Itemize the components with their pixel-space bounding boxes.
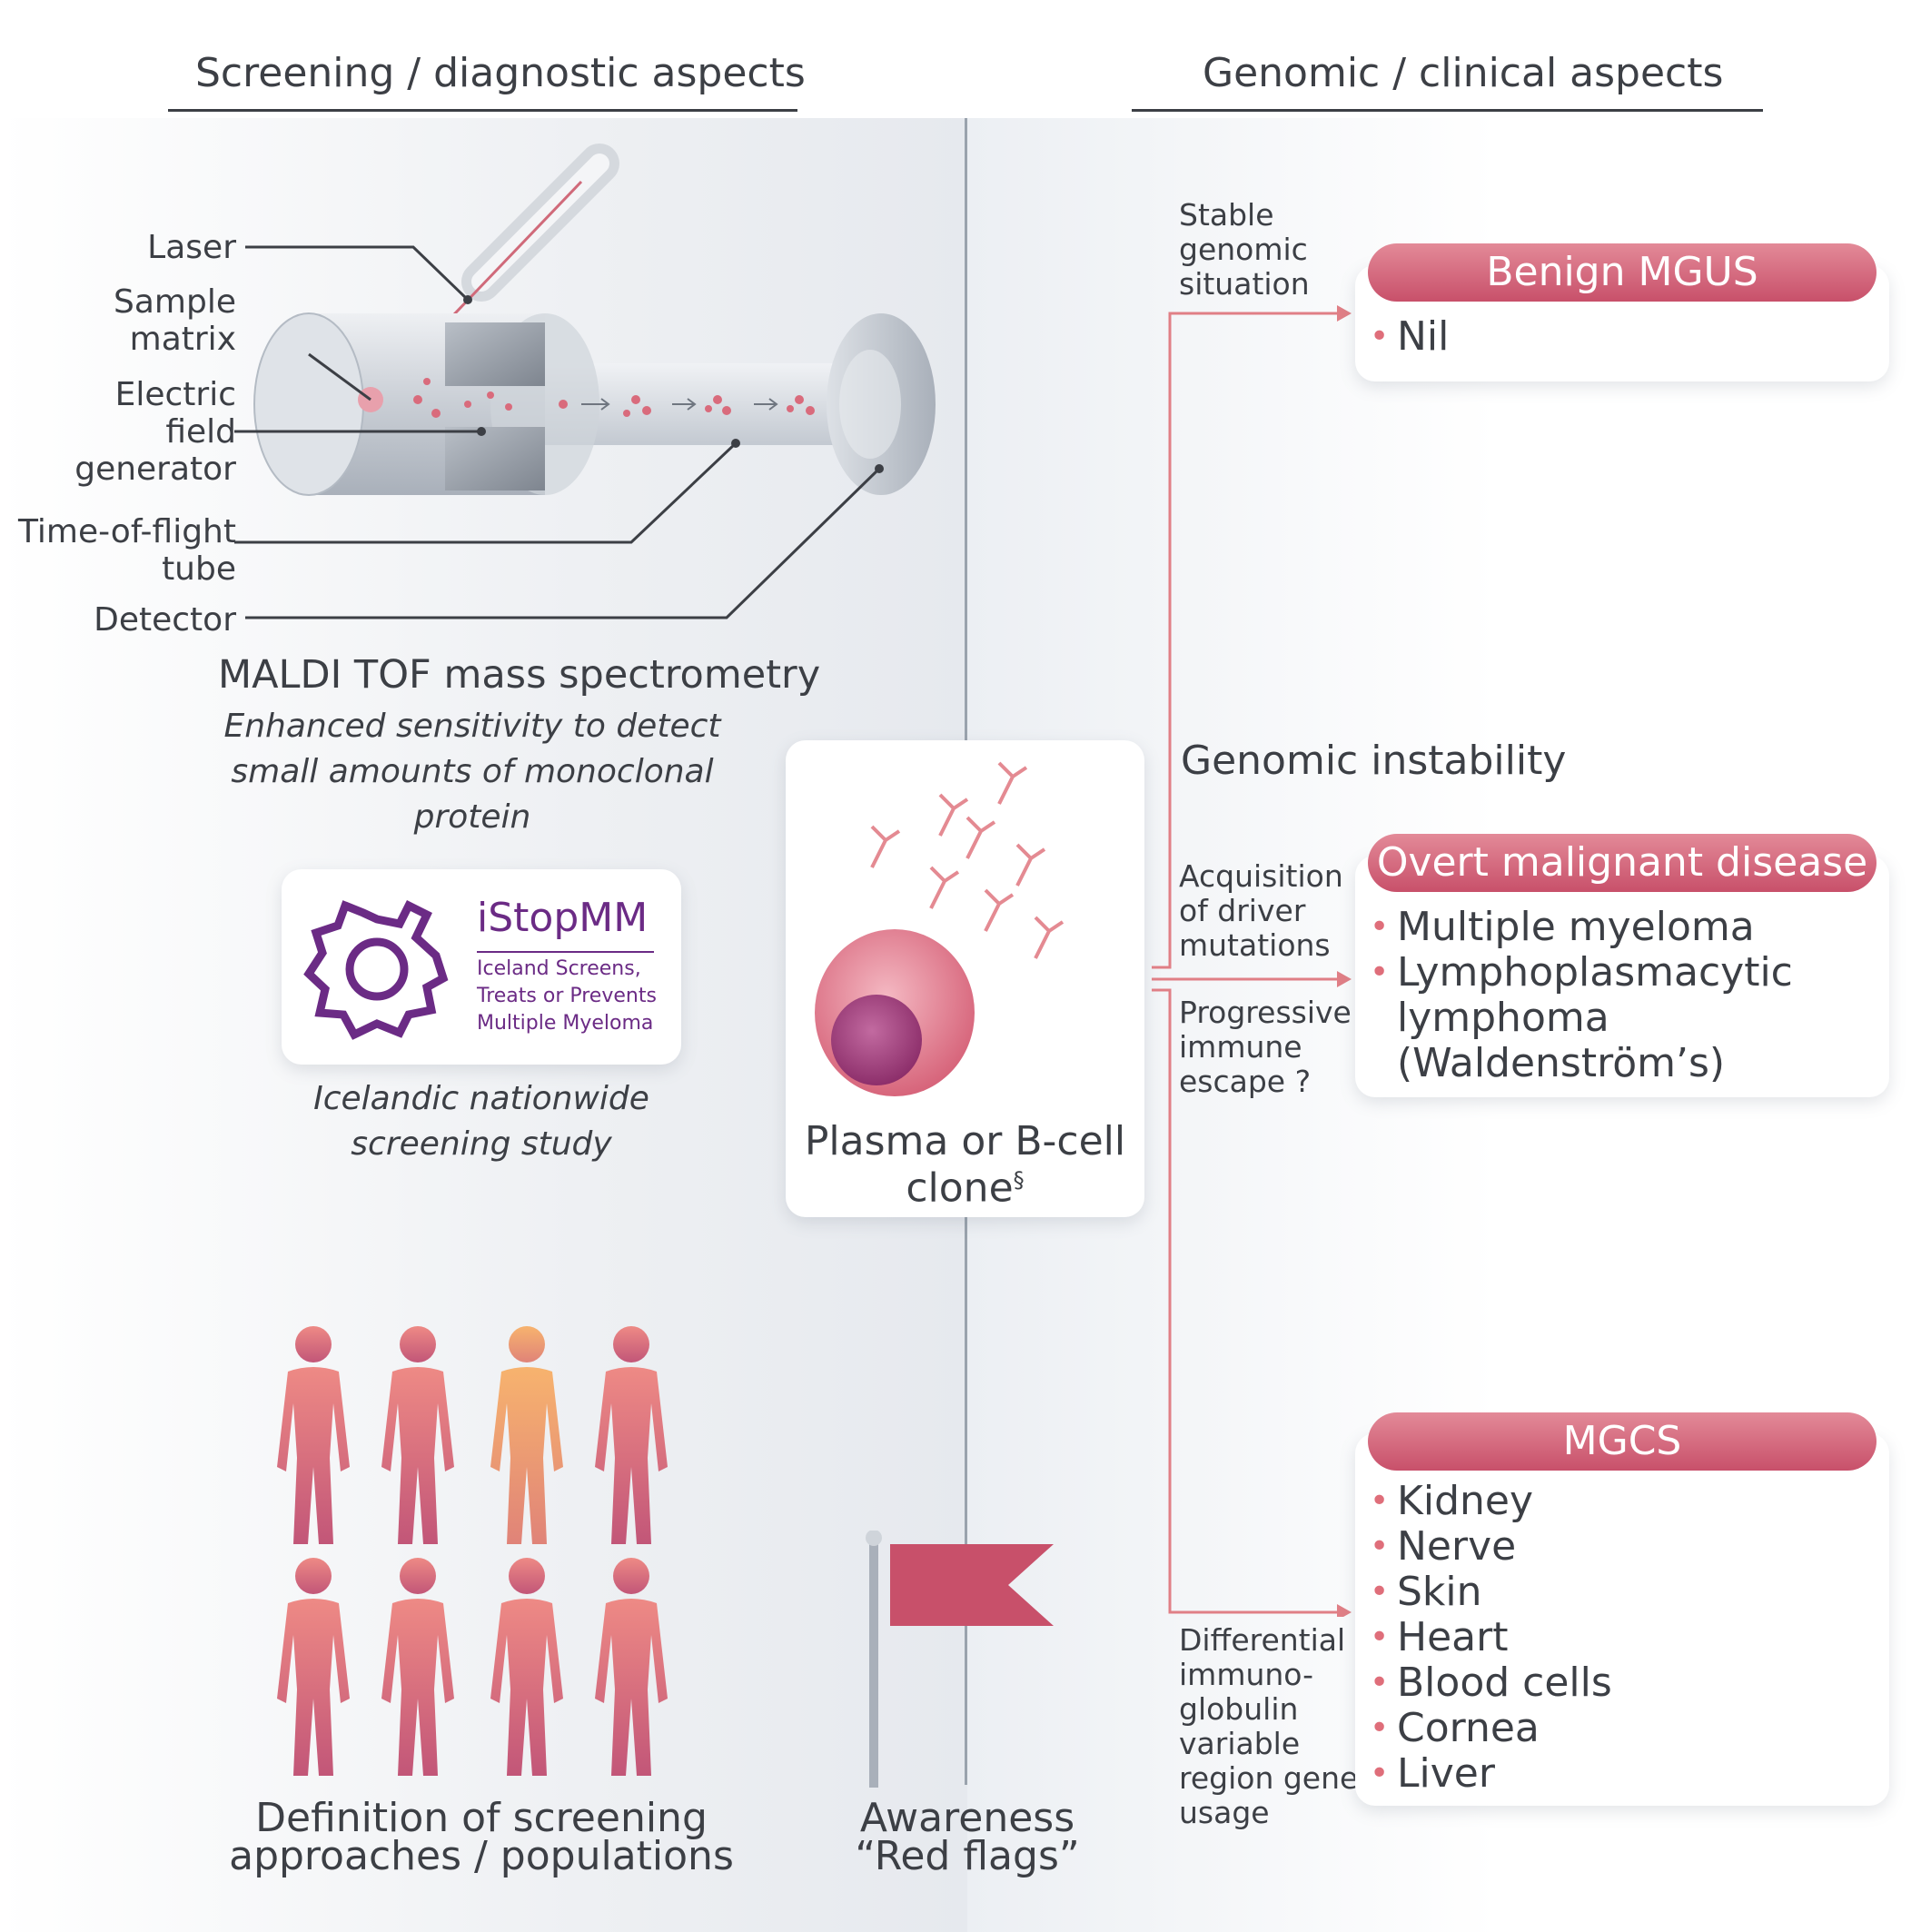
mgcs-card: Kidney Nerve Skin Heart Blood cells Corn…	[1355, 1433, 1889, 1806]
list-item: Nerve	[1370, 1524, 1612, 1570]
benign-mgus-list: Nil	[1370, 314, 1449, 361]
list-item: Heart	[1370, 1615, 1612, 1661]
istopmm-name: iStopMM	[477, 895, 649, 941]
driver-mutations-label: Acquisition of driver mutations	[1179, 858, 1343, 963]
population-figures	[277, 1326, 668, 1776]
cell-nucleus	[831, 995, 922, 1085]
list-item-continuation: lymphoma	[1397, 995, 1609, 1041]
istopmm-rule	[477, 951, 654, 953]
ion-particles	[413, 378, 815, 418]
istopmm-line3: Multiple Myeloma	[477, 1012, 654, 1035]
list-item: Lymphoplasmacytic	[1370, 950, 1793, 996]
list-item-continuation: (Waldenström’s)	[1397, 1040, 1726, 1086]
left-header: Screening / diagnostic aspects	[195, 50, 806, 96]
istopmm-line1: Iceland Screens,	[477, 957, 641, 980]
laser-label: Laser	[147, 229, 236, 266]
right-header: Genomic / clinical aspects	[1203, 50, 1724, 96]
electric-field-label: Electric field generator	[74, 376, 236, 488]
red-flag-icon	[866, 1531, 1054, 1788]
maldi-caption: Enhanced sensitivity to detect small amo…	[223, 708, 721, 836]
istopmm-card: iStopMM Iceland Screens, Treats or Preve…	[282, 869, 681, 1065]
mgcs-header: MGCS	[1368, 1412, 1877, 1471]
overt-disease-card: Multiple myeloma Lymphoplasmacytic lymph…	[1355, 856, 1889, 1097]
list-item: Kidney	[1370, 1479, 1612, 1525]
left-header-rule	[168, 109, 797, 112]
tof-tube-label: Time-of-flight tube	[18, 513, 236, 588]
benign-mgus-header: Benign MGUS	[1368, 243, 1877, 302]
populations-caption-line2: approaches / populations	[229, 1833, 734, 1879]
overt-disease-list: Multiple myeloma Lymphoplasmacytic lymph…	[1370, 905, 1793, 1086]
stable-genomic-label: Stable genomic situation	[1179, 197, 1310, 302]
maldi-tof-diagram	[234, 144, 936, 619]
superscript-mark: §	[1013, 1167, 1025, 1193]
istopmm-line2: Treats or Prevents	[477, 985, 657, 1007]
plasma-cell-illustration	[815, 761, 1065, 1096]
awareness-line1: Awareness	[859, 1795, 1075, 1841]
overt-disease-header: Overt malignant disease	[1368, 834, 1877, 892]
list-item: Liver	[1370, 1751, 1612, 1798]
populations-caption-line1: Definition of screening	[255, 1795, 708, 1841]
detector-label: Detector	[94, 601, 236, 639]
immune-escape-label: Progressive immune escape ?	[1179, 995, 1352, 1099]
electric-field-block-bottom	[445, 427, 545, 490]
mgcs-list: Kidney Nerve Skin Heart Blood cells Corn…	[1370, 1479, 1612, 1798]
plasma-cell-label-2: clone§	[906, 1164, 1025, 1212]
list-item: Multiple myeloma	[1370, 905, 1793, 951]
genomic-instability-label: Genomic instability	[1181, 738, 1567, 784]
istopmm-logo-icon	[303, 899, 449, 1040]
maldi-title: MALDI TOF mass spectrometry	[218, 652, 821, 698]
antibody-icons	[870, 761, 1065, 959]
right-header-rule	[1132, 109, 1763, 112]
awareness-line2: “Red flags”	[855, 1833, 1080, 1879]
istopmm-caption: Icelandic nationwide screening study	[313, 1080, 649, 1163]
plasma-cell-card: Plasma or B-cell clone§	[786, 740, 1144, 1217]
leader-lines	[234, 245, 881, 619]
differential-usage-label: Differential immuno- globulin variable r…	[1179, 1622, 1359, 1830]
list-item: Nil	[1370, 314, 1449, 361]
list-item: Blood cells	[1370, 1660, 1612, 1707]
sample-matrix-label: Sample matrix	[114, 283, 236, 358]
flow-connectors	[1152, 305, 1352, 1617]
plasma-cell-label: Plasma or B-cell	[804, 1118, 1126, 1164]
electric-field-block-top	[445, 322, 545, 386]
list-item: Skin	[1370, 1570, 1612, 1616]
list-item: Cornea	[1370, 1706, 1612, 1752]
